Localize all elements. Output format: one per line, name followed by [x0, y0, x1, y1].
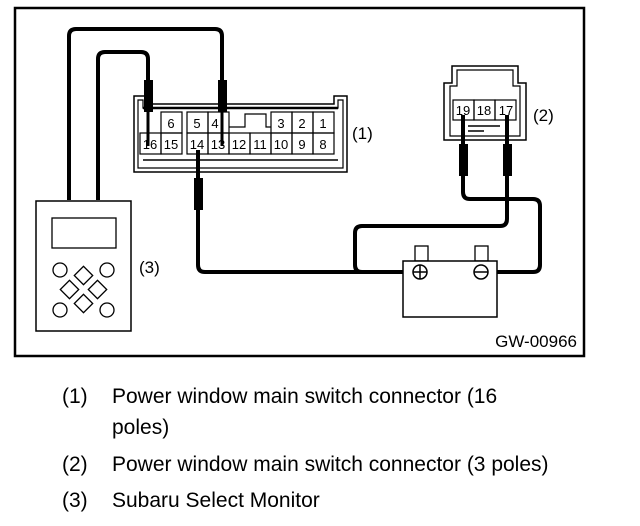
wire-monitor-pin13 — [67, 27, 224, 200]
pin-label: 2 — [298, 116, 305, 131]
legend-text: Subaru Select Monitor — [112, 489, 320, 512]
legend-text: Power window main switch connector (3 po… — [112, 453, 549, 476]
pin-label: 16 — [143, 137, 157, 152]
monitor-dpad-right — [87, 279, 108, 300]
pin-label: 11 — [253, 137, 267, 152]
probe-pin16 — [144, 80, 153, 112]
select-monitor — [35, 200, 132, 332]
pin-label: 5 — [193, 116, 200, 131]
monitor-label: (3) — [139, 258, 160, 277]
pin-label: 9 — [298, 137, 305, 152]
pin-label: 8 — [319, 137, 326, 152]
battery-minus-icon — [473, 264, 489, 280]
legend-text: poles) — [112, 416, 170, 439]
pin-label: 3 — [277, 116, 284, 131]
pin-label: 15 — [164, 137, 178, 152]
wire-pin17-battery-plus — [353, 115, 509, 274]
probe-pin14 — [194, 178, 203, 210]
pin-label: 10 — [274, 137, 288, 152]
legend-number: (2) — [62, 453, 88, 476]
monitor-dpad-down — [73, 293, 94, 314]
wire-pin19-battery-minus — [461, 115, 542, 274]
connector-16-pole: 6 5 4 3 2 1 16 15 14 13 12 11 10 9 8 — [133, 95, 348, 173]
pin-label: 17 — [499, 103, 513, 118]
monitor-button — [99, 262, 115, 278]
pin-label: 19 — [456, 103, 470, 118]
monitor-screen — [51, 217, 117, 249]
wiring-diagram: 6 5 4 3 2 1 16 15 14 13 12 11 10 9 8 (1)… — [13, 6, 586, 358]
probe-pin17 — [503, 144, 512, 176]
wire-monitor-pin16 — [96, 50, 150, 200]
monitor-button — [99, 302, 115, 318]
wire-pin14-battery-plus — [196, 150, 403, 274]
battery — [402, 245, 498, 318]
pin-label: 12 — [232, 137, 246, 152]
battery-post-plus — [414, 245, 429, 262]
connector-3-pole: 19 18 17 — [443, 65, 527, 141]
pin-label: 6 — [167, 116, 174, 131]
probe-pin19 — [459, 144, 468, 176]
legend-number: (1) — [62, 385, 88, 408]
diagram-frame — [13, 6, 586, 358]
legend-number: (3) — [62, 489, 88, 512]
connector-1-label: (1) — [352, 124, 373, 143]
figure-id: GW-00966 — [495, 332, 577, 351]
pin-label: 1 — [319, 116, 326, 131]
monitor-dpad-left — [59, 279, 80, 300]
legend-text: Power window main switch connector (16 — [112, 385, 498, 408]
monitor-button — [52, 302, 68, 318]
pin-label: 4 — [211, 116, 218, 131]
battery-plus-icon — [412, 264, 428, 280]
pin-label: 14 — [190, 137, 204, 152]
battery-post-minus — [474, 245, 489, 262]
probe-pin13 — [218, 80, 227, 112]
pin-label: 13 — [211, 137, 225, 152]
connector-2-label: (2) — [533, 106, 554, 125]
monitor-button — [52, 262, 68, 278]
pin-label: 18 — [477, 103, 491, 118]
monitor-dpad-up — [73, 265, 94, 286]
